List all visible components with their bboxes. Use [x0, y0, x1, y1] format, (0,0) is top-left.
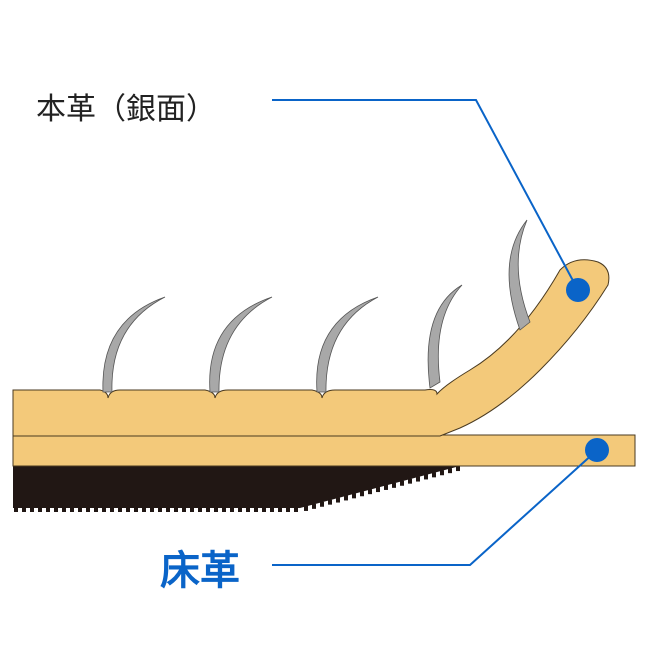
flesh-fiber — [360, 491, 364, 497]
grain-marker-dot — [566, 278, 590, 302]
flesh-fiber — [312, 503, 316, 509]
flesh-fiber — [400, 480, 404, 486]
flesh-fiber — [94, 507, 98, 512]
flesh-fiber — [222, 507, 226, 512]
flesh-fiber — [392, 482, 396, 488]
hairs — [102, 219, 531, 393]
flesh-fiber — [174, 507, 178, 512]
flesh-fiber — [456, 466, 460, 472]
flesh-fiber — [408, 478, 412, 484]
flesh-fiber — [230, 507, 234, 512]
flesh-fiber — [344, 495, 348, 501]
flesh-fiber — [262, 507, 266, 512]
flesh-fiber — [416, 476, 420, 482]
flesh-fiber — [166, 507, 170, 512]
flesh-fiber — [78, 507, 82, 512]
flesh-fiber — [286, 507, 290, 512]
flesh-fiber — [246, 507, 250, 512]
flesh-fiber — [294, 507, 298, 512]
flesh-fiber — [86, 507, 90, 512]
flesh-fiber — [424, 474, 428, 480]
flesh-fiber — [278, 507, 282, 512]
flesh-fiber — [432, 472, 436, 478]
flesh-fiber — [134, 507, 138, 512]
flesh-fiber — [448, 468, 452, 474]
flesh-fiber — [320, 501, 324, 507]
flesh-fiber — [214, 507, 218, 512]
flesh-fiber — [352, 493, 356, 499]
flesh-fiber — [142, 507, 146, 512]
grain-leader-line — [272, 99, 579, 291]
split-leader-line — [272, 451, 596, 566]
flesh-fiber — [22, 507, 26, 512]
hair — [316, 296, 379, 393]
flesh-fiber — [118, 507, 122, 512]
split-marker-dot — [585, 438, 609, 462]
flesh-fiber — [70, 507, 74, 512]
flesh-fiber — [190, 507, 194, 512]
split-leather-layer — [12, 434, 636, 467]
flesh-fiber — [328, 499, 332, 505]
flesh-fiber — [384, 484, 388, 490]
flesh-fiber — [440, 470, 444, 476]
flesh-fiber — [158, 507, 162, 512]
flesh-fiber — [62, 507, 66, 512]
flesh-fiber — [368, 489, 372, 495]
grain-leather-label: 本革（銀面） — [36, 92, 216, 127]
hair — [427, 284, 463, 389]
hair — [102, 296, 166, 393]
flesh-fiber — [206, 507, 210, 512]
flesh-fiber — [198, 507, 202, 512]
flesh-fiber — [126, 507, 130, 512]
flesh-layer — [13, 466, 460, 512]
flesh-fiber — [54, 507, 58, 512]
flesh-fiber — [110, 507, 114, 512]
flesh-fiber — [38, 507, 42, 512]
flesh-fiber — [304, 505, 308, 511]
split-leather-label: 床革 — [160, 548, 240, 594]
flesh-fiber — [270, 507, 274, 512]
flesh-fiber — [182, 507, 186, 512]
flesh-fiber — [102, 507, 106, 512]
flesh-fiber — [14, 507, 18, 512]
flesh-fiber — [30, 507, 34, 512]
flesh-fiber — [254, 507, 258, 512]
hair — [508, 219, 531, 331]
hair — [209, 296, 273, 393]
flesh-fiber — [336, 497, 340, 503]
flesh-fiber — [150, 507, 154, 512]
flesh-fiber — [238, 507, 242, 512]
flesh-fiber — [46, 507, 50, 512]
flesh-fiber — [376, 487, 380, 493]
